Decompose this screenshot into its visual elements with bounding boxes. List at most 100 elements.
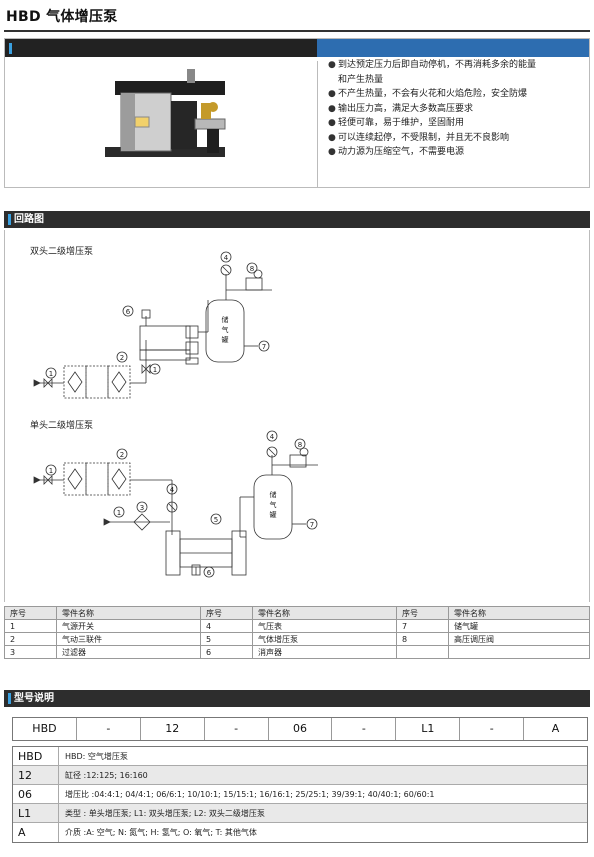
regulator-gauge bbox=[253, 269, 263, 279]
inlet-arrow bbox=[33, 476, 41, 484]
header-cell: 零件名称 bbox=[252, 606, 397, 620]
table-cell: 高压调压阀 bbox=[448, 632, 590, 646]
header-marker bbox=[9, 43, 12, 54]
feature-item: ●到达预定压力后即自动停机，不再消耗多余的能量 bbox=[328, 60, 537, 70]
callout-4 bbox=[220, 251, 232, 263]
pump-head-a bbox=[185, 325, 199, 339]
filter-diamond-2 bbox=[111, 468, 127, 490]
inlet-arrow bbox=[33, 379, 41, 387]
pump-gauge-needle bbox=[168, 503, 176, 511]
pump-head-b bbox=[185, 341, 199, 355]
callout-3 bbox=[136, 501, 148, 513]
callout-1a bbox=[45, 367, 57, 379]
header-cell: 零件名称 bbox=[56, 606, 201, 620]
table-cell bbox=[448, 645, 590, 659]
feature-item: ●动力源为压缩空气，不需要电源 bbox=[328, 147, 465, 157]
diagram2-title: 单头二级增压泵 bbox=[30, 421, 94, 431]
callout-1b bbox=[113, 506, 125, 518]
table-cell: 气动三联件 bbox=[56, 632, 201, 646]
feature-item: ●不产生热量，不会有火花和火焰危险，安全防爆 bbox=[328, 89, 528, 99]
callout-7-label: 7 bbox=[310, 521, 314, 529]
header-cell: 序号 bbox=[200, 606, 253, 620]
product-photo bbox=[105, 69, 226, 157]
table-cell: 8 bbox=[396, 632, 449, 646]
product-frame bbox=[4, 38, 590, 188]
callout-1b-label: 1 bbox=[117, 509, 121, 517]
gauge-needle bbox=[222, 266, 230, 274]
table-cell: 7 bbox=[396, 619, 449, 633]
pump-cylinder-shade bbox=[121, 93, 135, 151]
pump-body-lower bbox=[139, 349, 191, 361]
model-section-header: 型号说明 bbox=[4, 690, 590, 707]
filter-diamond-2 bbox=[111, 371, 127, 393]
tank-label-1: 储 bbox=[270, 490, 277, 499]
table-cell: 气体增压泵 bbox=[252, 632, 397, 646]
circuit-diagram-2: 1 2 1 3 4 5 6 4 8 7 储 气 罐 bbox=[33, 430, 318, 578]
section-marker bbox=[8, 214, 11, 225]
callout-6 bbox=[122, 305, 134, 317]
tank-label-2: 气 bbox=[222, 325, 229, 334]
code-key: HBD bbox=[13, 747, 59, 765]
table-cell bbox=[396, 645, 449, 659]
table-cell: 过滤器 bbox=[56, 645, 201, 659]
callout-8-label: 8 bbox=[298, 441, 302, 449]
code-row: HBD HBD: 空气增压泵 bbox=[13, 747, 587, 766]
callout-4a bbox=[166, 483, 178, 495]
pump-head-c bbox=[185, 357, 199, 365]
table-cell: 气源开关 bbox=[56, 619, 201, 633]
tank-label-1: 储 bbox=[222, 315, 229, 324]
gas-filter bbox=[133, 513, 151, 531]
pump-valve bbox=[201, 103, 211, 119]
table-cell: 气压表 bbox=[252, 619, 397, 633]
diagram1-title: 双头二级增压泵 bbox=[30, 247, 94, 257]
callout-7 bbox=[306, 518, 318, 530]
code-separator: - bbox=[77, 718, 141, 740]
tank-label-3: 罐 bbox=[222, 335, 229, 344]
tank-label-3: 罐 bbox=[270, 510, 277, 519]
feature-item: ●轻便可靠，易于维护，坚固耐用 bbox=[328, 118, 465, 128]
code-part: L1 bbox=[396, 718, 461, 740]
valve-2 bbox=[141, 364, 151, 374]
callout-8 bbox=[294, 438, 306, 450]
pump-muffler bbox=[187, 69, 195, 83]
muffler bbox=[191, 564, 201, 576]
frl-lubricator bbox=[107, 462, 131, 496]
storage-tank bbox=[205, 299, 245, 363]
callout-6-label: 6 bbox=[207, 569, 212, 577]
section-marker bbox=[8, 693, 11, 704]
callout-4-label: 4 bbox=[224, 254, 229, 262]
code-desc: HBD: 空气增压泵 bbox=[65, 752, 128, 761]
table-cell: 6 bbox=[200, 645, 253, 659]
table-cell: 3 bbox=[4, 645, 57, 659]
feature-item: ●可以连续起停，不受限制，并且无不良影响 bbox=[328, 132, 510, 143]
code-desc: 缸径 :12:125; 16:160 bbox=[65, 771, 148, 780]
code-part: A bbox=[551, 722, 560, 735]
parts-table-header: 序号 零件名称 序号 零件名称 序号 零件名称 bbox=[4, 606, 590, 620]
callout-8-label: 8 bbox=[250, 265, 254, 273]
code-part: 06 bbox=[269, 718, 333, 740]
code-desc: 类型 : 单头增压泵; L1: 双头增压泵; L2: 双头二级增压泵 bbox=[65, 809, 265, 818]
model-code-bar: HBD - 12 - 06 - L1 - A bbox=[12, 717, 588, 741]
frl-regulator bbox=[85, 462, 109, 496]
filter-diamond-1 bbox=[67, 371, 83, 393]
pressure-gauge bbox=[266, 446, 278, 458]
callout-4a-label: 4 bbox=[170, 486, 175, 494]
circuit-section-header: 回路图 bbox=[4, 211, 590, 228]
circuit-diagram-1: 1 2 1 6 4 8 7 储 气 罐 bbox=[33, 251, 272, 399]
pump-left-block bbox=[165, 530, 181, 576]
callout-1a-label: 1 bbox=[49, 370, 53, 378]
header-accent bbox=[317, 39, 589, 57]
regulator-valve bbox=[245, 277, 263, 291]
pump-body-upper bbox=[139, 325, 191, 351]
callout-8 bbox=[246, 262, 258, 274]
code-key: L1 bbox=[13, 804, 59, 822]
table-row: 2 气动三联件 5 气体增压泵 8 高压调压阀 bbox=[4, 632, 590, 646]
callout-5 bbox=[210, 513, 222, 525]
storage-tank bbox=[253, 474, 293, 540]
circuit-diagram-area bbox=[4, 230, 590, 602]
callout-1a-label: 1 bbox=[49, 467, 53, 475]
callout-3-label: 3 bbox=[140, 504, 144, 512]
code-desc: 增压比 :04:4:1; 04/4:1; 06/6:1; 10/10:1; 15… bbox=[65, 790, 435, 799]
callout-2-label: 2 bbox=[120, 354, 124, 362]
